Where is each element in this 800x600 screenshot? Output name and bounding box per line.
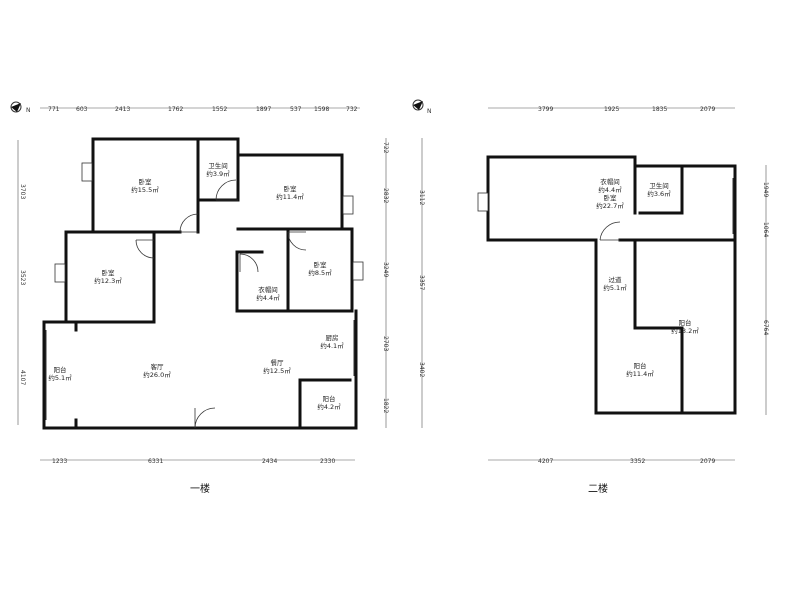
dim-top-3: 1835 [652,106,667,113]
dim-bottom-3: 2079 [700,458,715,465]
dim-bottom-4: 2330 [320,458,335,465]
dim-top-1: 771 [48,106,60,113]
floor2-title: 二楼 [588,482,608,495]
dim-left-2: 3523 [19,270,26,285]
room-area: 约8.5㎡ [308,268,332,277]
dim-top-7: 537 [290,106,302,113]
dim-right-o4: 3402 [418,362,425,377]
room-area: 约5.1㎡ [48,373,72,382]
room-area: 约4.4㎡ [256,293,280,302]
room-area: 约4.2㎡ [317,402,341,411]
room-area: 约11.4㎡ [626,369,654,378]
room-area: 约12.5㎡ [263,366,291,375]
room-name: 卧室 [314,260,328,269]
floor2-walls [486,155,737,415]
dim-right-3: 6764 [762,320,769,335]
floor2-plan: N 3799 1925 1835 2079 1949 1064 6764 420… [412,99,769,495]
room-name: 厨房 [326,333,339,342]
room-name: 卧室 [604,193,618,202]
room-name: 衣帽间 [600,177,620,186]
room-name: 阳台 [634,361,647,370]
room-name: 卧室 [284,184,298,193]
room-area: 约13.2㎡ [671,326,699,335]
dim-right-i2: 3249 [382,262,389,277]
floor1-plan: N 771 603 2413 1762 1552 1897 537 1598 7… [10,101,425,495]
room-area: 约22.7㎡ [596,201,624,210]
compass-icon: N [10,101,31,114]
window-icon [54,263,66,283]
dim-right-o1: 722 [382,142,389,154]
room-name: 阳台 [679,318,692,327]
room-name: 卫生间 [208,161,228,170]
compass-icon: N [412,99,432,115]
dim-right-o3: 3357 [418,275,425,290]
floor1-title: 一楼 [190,482,210,495]
dim-bottom-2: 3352 [630,458,645,465]
door-icon [599,221,621,241]
dim-top-1: 3799 [538,106,553,113]
dim-top-8: 1598 [314,106,329,113]
room-area: 约26.0㎡ [143,370,171,379]
door-icon [194,407,216,429]
dim-right-i3: 2703 [382,336,389,351]
window-icon [342,195,354,215]
dim-top-2: 603 [76,106,88,113]
room-area: 约12.3㎡ [94,276,122,285]
room-area: 约5.1㎡ [603,283,627,292]
dim-right-2: 1064 [762,222,769,237]
room-name: 卧室 [139,177,153,186]
room-name: 餐厅 [271,358,285,367]
room-area: 约11.4㎡ [276,192,304,201]
dim-right-i1: 2832 [382,188,389,203]
dim-bottom-1: 4207 [538,458,553,465]
dim-top-4: 1762 [168,106,183,113]
window-icon [352,261,364,281]
compass-label: N [427,108,432,115]
dim-left-1: 3703 [19,184,26,199]
room-area: 约4.4㎡ [598,185,622,194]
dim-right-i4: 1822 [382,398,389,413]
dim-left-3: 4107 [19,370,26,385]
room-name: 衣帽间 [258,285,278,294]
door-icon [239,253,259,273]
dim-right-1: 1949 [762,182,769,197]
door-icon [135,239,155,259]
dim-bottom-3: 2434 [262,458,277,465]
room-name: 阳台 [323,394,336,403]
dim-top-5: 1552 [212,106,227,113]
room-area: 约3.9㎡ [206,169,230,178]
dim-top-2: 1925 [604,106,619,113]
room-name: 过道 [609,275,623,284]
dim-bottom-2: 6331 [148,458,163,465]
room-name: 卧室 [102,268,116,277]
window-icon [477,192,489,212]
door-icon [287,231,307,251]
room-area: 约3.6㎡ [647,189,671,198]
dim-top-6: 1897 [256,106,271,113]
compass-label: N [26,107,31,114]
room-area: 约4.1㎡ [320,341,344,350]
window-icon [81,162,93,182]
dim-top-9: 732 [346,106,358,113]
door-icon [215,179,238,201]
dim-bottom-1: 1233 [52,458,67,465]
room-name: 阳台 [54,365,67,374]
room-name: 卫生间 [649,181,669,190]
dim-top-4: 2079 [700,106,715,113]
dim-top-3: 2413 [115,106,130,113]
dim-right-o2: 3112 [418,190,425,205]
door-icon [179,213,199,233]
floor1-walls [42,137,358,430]
room-name: 客厅 [151,362,165,371]
dims-top-floor1: 771 603 2413 1762 1552 1897 537 1598 732 [48,106,358,113]
room-area: 约15.5㎡ [131,185,159,194]
